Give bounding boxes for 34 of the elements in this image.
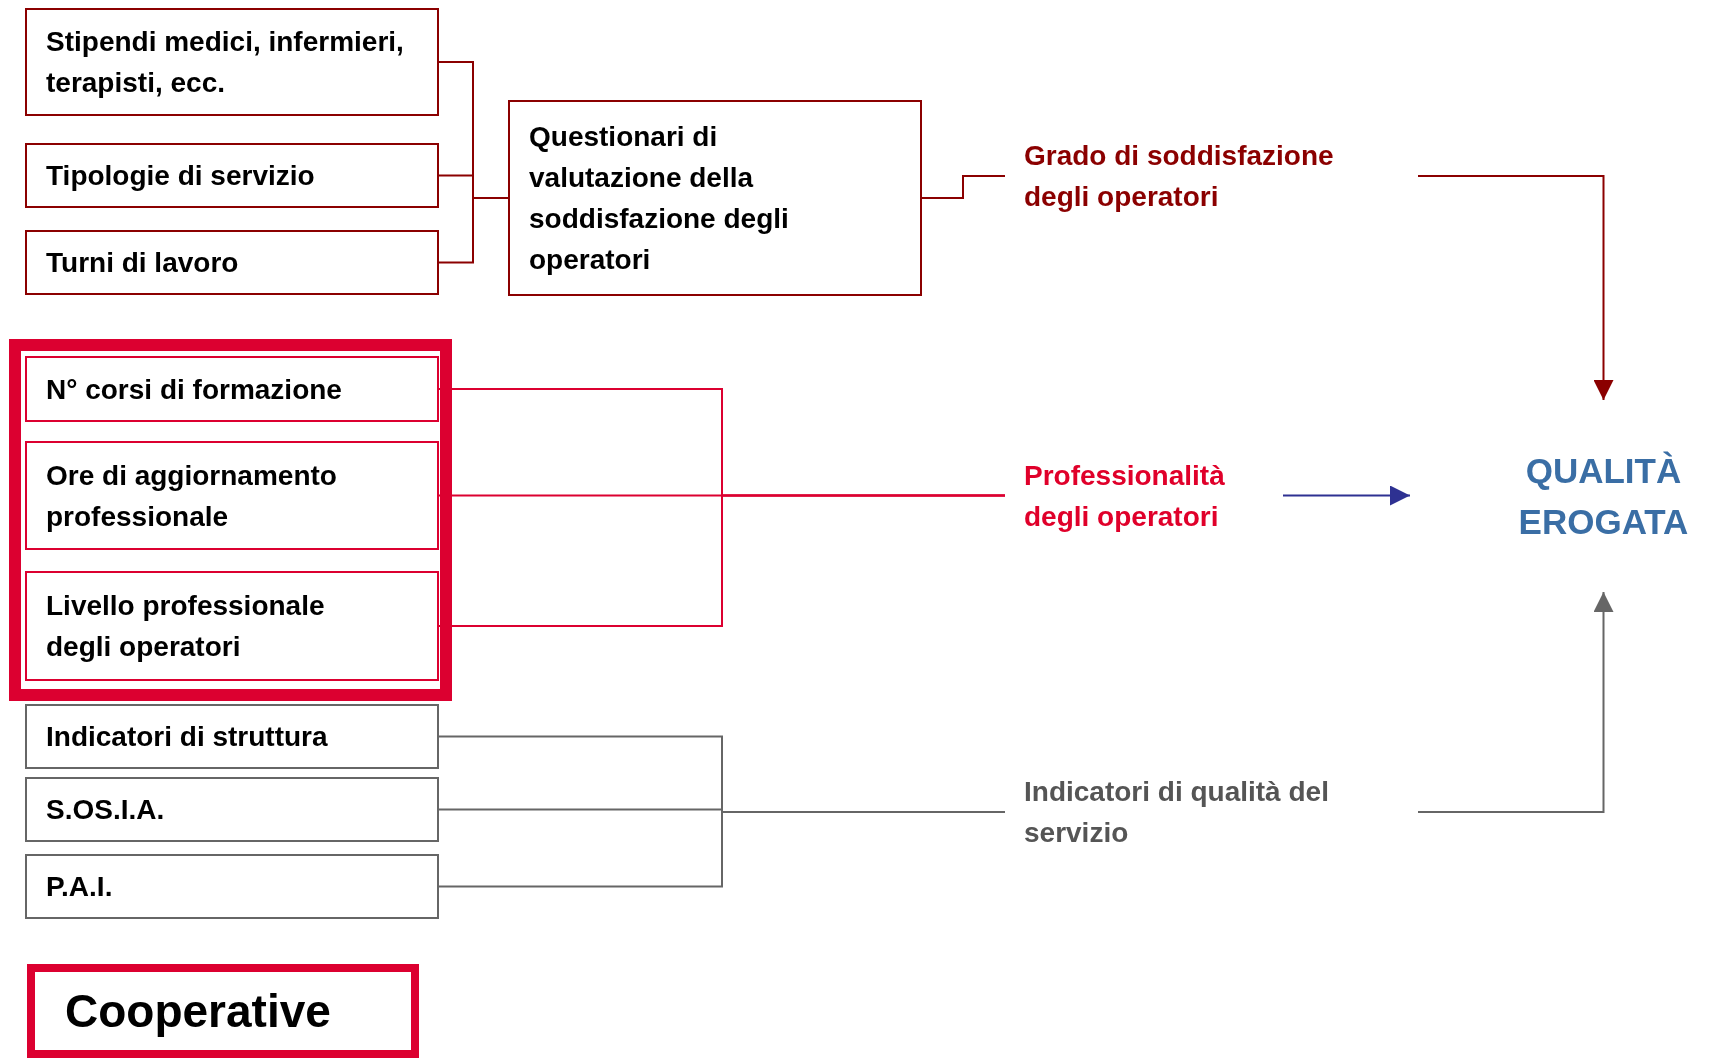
box-label: N° corsi di formazione	[46, 372, 342, 407]
highlight-frame	[9, 339, 452, 701]
process-box	[508, 100, 922, 296]
connector-line	[438, 811, 1006, 888]
box-label: Indicatori di struttura	[46, 720, 328, 754]
connector-line	[921, 175, 1006, 199]
connector-line	[438, 494, 1006, 627]
arrow	[1417, 175, 1614, 401]
box-label: S.OS.I.A.	[46, 793, 165, 827]
box-label: Livello professionale degli operatori	[46, 589, 326, 664]
input-box	[25, 777, 439, 842]
input-box	[25, 356, 439, 422]
box-label: Ore di aggiornamento professionale	[46, 458, 338, 534]
result-label: QUALITÀ EROGATA	[1517, 450, 1690, 543]
box-label: Cooperative	[65, 983, 331, 1039]
input-box	[25, 854, 439, 919]
box-label: Questionari di valutazione della soddisfazione degli operatori	[529, 120, 790, 277]
box-label: Tipologie di servizio	[46, 159, 315, 193]
input-box	[25, 571, 439, 681]
connector-line	[438, 197, 509, 264]
box-label: Stipendi medici, infermieri, terapisti, ecc.	[46, 25, 405, 100]
outcome-label: Indicatori di qualità del servizio	[1024, 775, 1330, 850]
input-box	[25, 8, 439, 116]
input-box	[25, 704, 439, 769]
box-label: Turni di lavoro	[46, 246, 239, 280]
input-box	[25, 230, 439, 295]
title-box	[27, 964, 419, 1058]
outcome-label: Professionalità degli operatori	[1024, 458, 1226, 534]
arrow	[1417, 591, 1614, 813]
input-box	[25, 143, 439, 208]
arrow	[1282, 485, 1411, 506]
outcome-label: Grado di soddisfazione degli operatori	[1024, 139, 1335, 214]
box-label: P.A.I.	[46, 870, 113, 904]
input-box	[25, 441, 439, 550]
